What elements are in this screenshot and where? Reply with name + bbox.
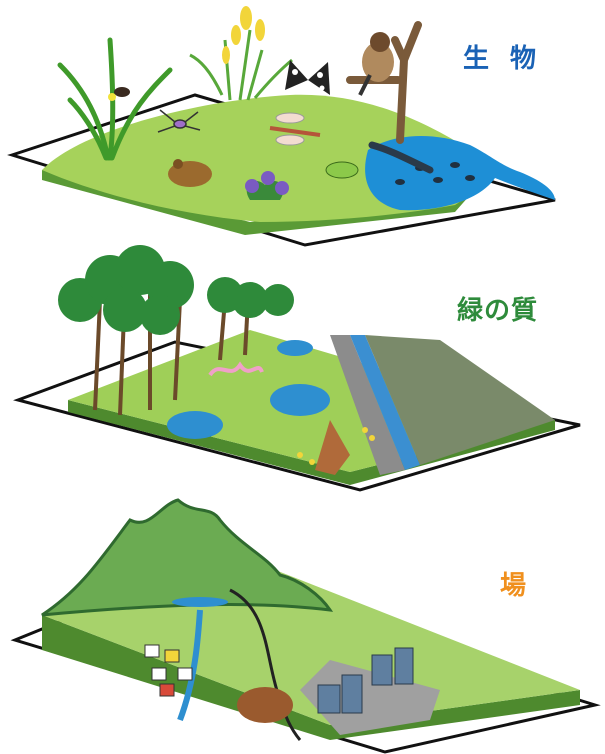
- greenery-quality-layer: [13, 245, 581, 492]
- yellow-flower-reeds-icon: [189, 6, 293, 101]
- houses-icon: [144, 644, 193, 697]
- dragonfly-icon: [269, 112, 321, 146]
- butterfly-icon: [285, 60, 330, 95]
- frog-icon: [325, 161, 359, 179]
- greenery-layer-side: [68, 400, 555, 485]
- firefly-icon: [108, 87, 130, 101]
- mountains: [41, 498, 334, 617]
- pond-center: [270, 384, 330, 416]
- landscape-layer: [10, 498, 601, 754]
- pond-small: [277, 340, 313, 356]
- lake: [172, 597, 228, 607]
- buildings-icon: [317, 647, 414, 714]
- landscape-layer-side: [42, 615, 580, 740]
- river: [350, 335, 420, 470]
- toad-icon: [168, 159, 212, 187]
- newt-icon: [368, 141, 434, 174]
- urban-area: [300, 660, 440, 735]
- forest-trees-icon: [58, 245, 294, 416]
- organisms-layer-side: [42, 170, 470, 235]
- organisms-layer-title: 生 物: [463, 44, 543, 74]
- bird-on-branch-icon: [346, 21, 422, 144]
- wetland: [365, 335, 555, 465]
- violet-flowers-icon: [245, 171, 289, 200]
- concrete-channel: [330, 335, 405, 475]
- organisms-layer: [7, 6, 556, 247]
- spider-icon: [157, 109, 201, 133]
- wildflowers: [297, 427, 375, 465]
- greenery-quality-layer-title: 緑の質: [457, 296, 539, 326]
- pond: [365, 135, 555, 211]
- flower-bed: [208, 361, 264, 377]
- pond-left: [167, 411, 223, 439]
- terraced-field: [237, 687, 293, 723]
- vegetable-plot: [315, 420, 350, 475]
- landscape-layer-title: 場: [500, 571, 533, 601]
- landscape-river: [177, 609, 203, 722]
